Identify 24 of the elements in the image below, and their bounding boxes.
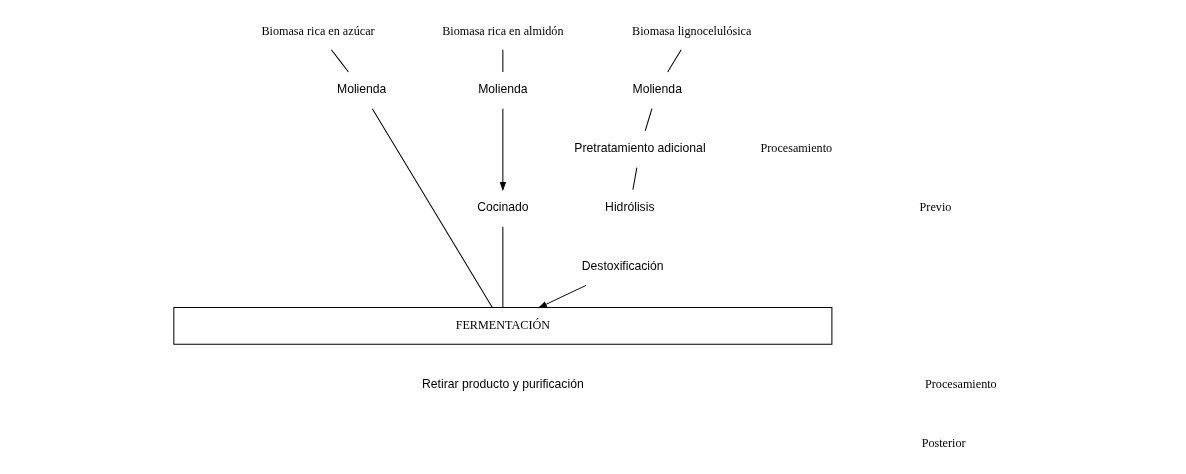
label: Procesamiento	[924, 376, 997, 391]
connector	[631, 166, 637, 190]
node-text: Destoxificación	[581, 258, 664, 273]
node-text: Pretratamiento adicional	[573, 140, 706, 155]
arrow	[537, 284, 587, 308]
arrow	[499, 107, 506, 191]
node-text: Retirar producto y purificación	[421, 376, 584, 391]
node-text: Molienda	[632, 81, 682, 96]
label: Previo	[919, 199, 951, 214]
node-text: Cocinado	[476, 199, 529, 214]
connector	[644, 107, 652, 131]
label: Posterior	[921, 435, 966, 450]
connector	[371, 107, 493, 308]
node-text: Biomasa lignocelulósica	[631, 22, 751, 37]
label: Procesamiento	[760, 140, 832, 155]
node-text: Hidrólisis	[604, 199, 654, 214]
node-text: Biomasa rica en almidón	[441, 22, 564, 37]
node-box: FERMENTACIÓN	[172, 306, 832, 345]
connector	[330, 48, 349, 72]
node-text: Molienda	[336, 81, 386, 96]
connector	[666, 48, 682, 72]
node-text: Biomasa rica en azúcar	[260, 22, 375, 37]
node-text: Molienda	[477, 81, 528, 96]
connector	[501, 225, 503, 308]
